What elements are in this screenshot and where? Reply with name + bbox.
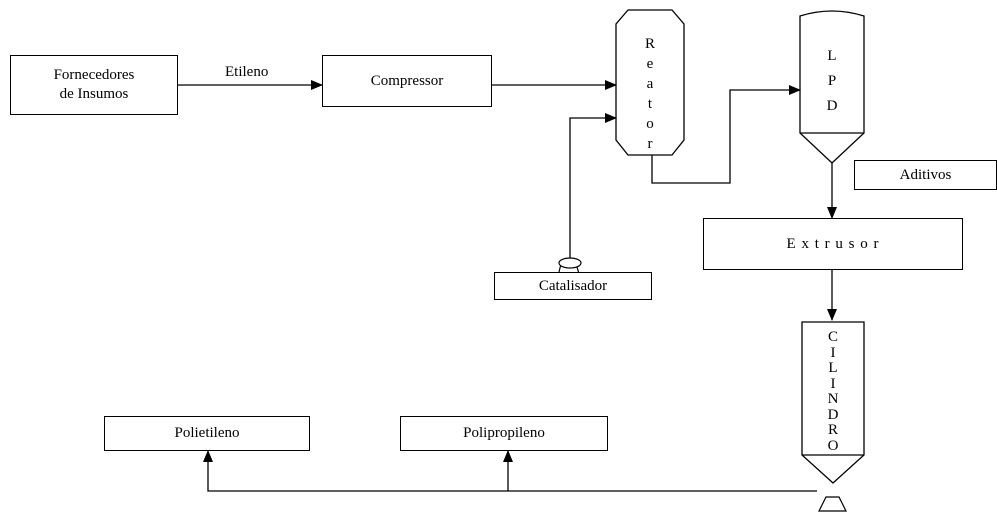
- aditivos-box: Aditivos: [854, 160, 997, 190]
- vertical-letter: L: [828, 360, 838, 376]
- edge-return-line: [203, 450, 817, 492]
- vertical-letter: L: [827, 48, 837, 64]
- vertical-letter: r: [647, 136, 653, 152]
- edge-reator-lpd: [651, 85, 801, 184]
- vertical-letter: O: [827, 437, 839, 454]
- vertical-letter: I: [830, 344, 836, 361]
- vertical-letter: a: [646, 76, 654, 92]
- vertical-letter: P: [827, 73, 837, 89]
- polietileno-box: Polietileno: [104, 416, 310, 451]
- extrusor-box: E x t r u s o r: [703, 218, 963, 270]
- vertical-letter: D: [826, 98, 838, 114]
- vertical-letter: R: [827, 422, 838, 438]
- vertical-letter: e: [646, 56, 654, 72]
- discharge-icon: [818, 496, 847, 512]
- vertical-letter: t: [647, 96, 653, 112]
- vertical-letter: I: [830, 375, 836, 392]
- cilindro-silo: [801, 321, 865, 484]
- reator-vessel: [615, 9, 685, 156]
- catalisador-box: Catalisador: [494, 272, 652, 300]
- polipropileno-box: Polipropileno: [400, 416, 608, 451]
- vertical-letter: D: [827, 406, 839, 423]
- etileno-label: Etileno: [225, 64, 269, 80]
- vertical-letter: C: [827, 329, 838, 345]
- vertical-letter: R: [644, 36, 655, 52]
- vertical-letter: N: [827, 391, 839, 407]
- fornecedores-box: Fornecedores de Insumos: [10, 55, 178, 115]
- vertical-letter: o: [646, 116, 654, 132]
- lpd-silo: [799, 10, 865, 164]
- compressor-box: Compressor: [322, 55, 492, 107]
- edge-catalisador-reator: [569, 113, 617, 258]
